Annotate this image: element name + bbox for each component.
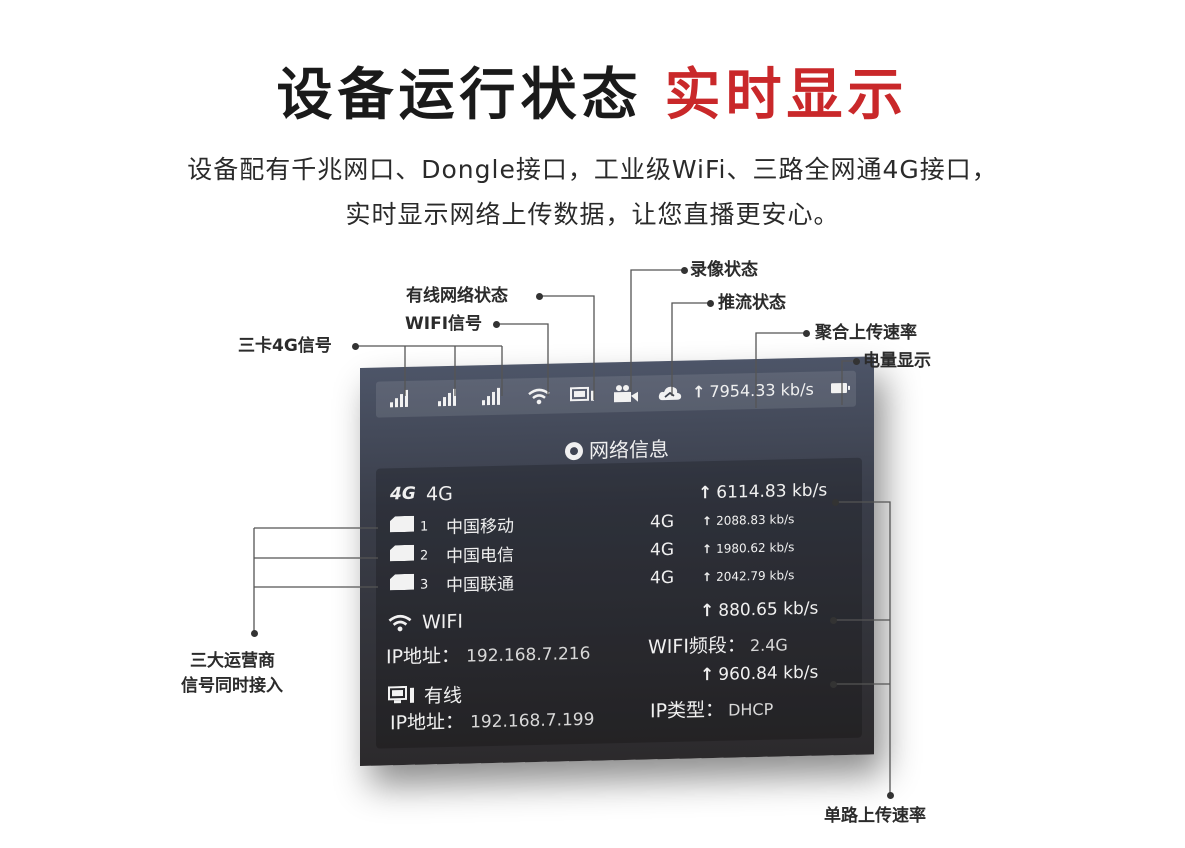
callout-dot-sim-signal (352, 343, 359, 350)
label-aggregate-rate: 聚合上传速率 (815, 323, 917, 343)
callout-dot-wired-status (536, 293, 543, 300)
callout-dot-aggregate (803, 330, 810, 337)
device-screen: ↑7954.33 kb/s 网络信息 4G 4G ↑6114.83 kb/s 1… (360, 356, 874, 766)
camera-icon (614, 384, 638, 403)
title-main: 设备运行状态 (276, 63, 643, 128)
label-battery-display: 电量显示 (863, 351, 931, 371)
callout-dot-streaming (707, 300, 714, 307)
label-wifi-signal: WIFI信号 (405, 314, 483, 334)
callout-dot-4g-rate (832, 499, 839, 506)
label-recording-status: 录像状态 (690, 260, 758, 280)
title-highlight: 实时显示 (664, 63, 909, 128)
callout-dot-wifi-rate (830, 617, 837, 624)
description-line-1: 设备配有千兆网口、Dongle接口，工业级WiFi、三路全网通4G接口， (187, 155, 998, 184)
description-line-2: 实时显示网络上传数据，让您直播更安心。 (345, 200, 840, 229)
callout-dot-battery (853, 358, 860, 365)
callout-dot-wifi-signal (493, 321, 500, 328)
callout-dot-recording (681, 267, 688, 274)
status-bar: ↑7954.33 kb/s (376, 370, 856, 418)
label-wired-network-status: 有线网络状态 (406, 286, 508, 306)
label-carriers-line-2: 信号同时接入 (181, 676, 283, 696)
callout-dot-wired-rate (830, 681, 837, 688)
wifi-section-icon (388, 614, 412, 632)
wired-section-icon (388, 685, 414, 704)
wifi-icon (528, 388, 550, 405)
callout-dot-single-rate (887, 792, 894, 799)
label-streaming-status: 推流状态 (718, 293, 786, 313)
network-info-panel: 4G 4G ↑6114.83 kb/s 1 中国移动 4G ↑2088.83 k… (376, 457, 862, 749)
label-carriers-line-1: 三大运营商 (190, 651, 275, 671)
label-sim-4g-signal: 三卡4G信号 (238, 336, 332, 356)
label-single-rate: 单路上传速率 (824, 806, 926, 826)
page-title: 设备运行状态实时显示 (0, 50, 1185, 131)
cloud-icon (658, 386, 682, 401)
callout-dot-carriers (251, 630, 258, 637)
wired-network-icon (570, 386, 594, 402)
